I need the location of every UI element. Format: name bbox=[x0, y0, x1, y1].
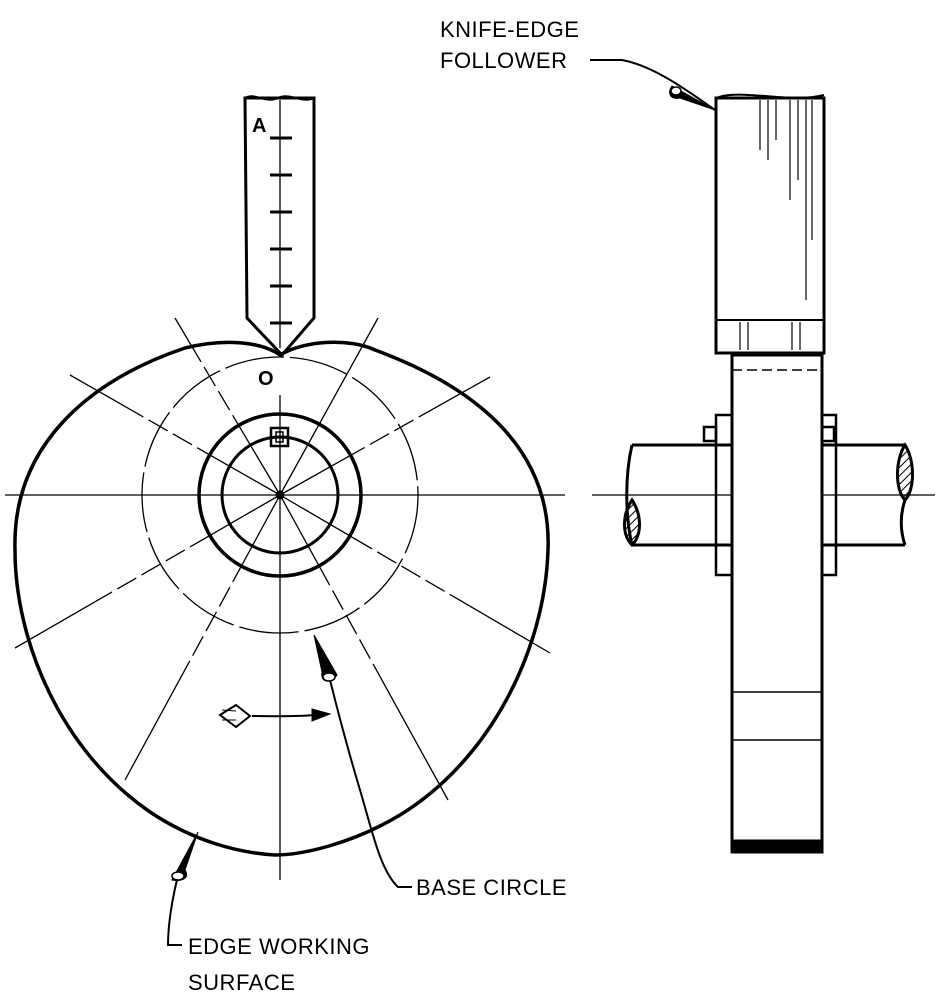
center-point bbox=[275, 490, 285, 500]
hub-outer-circle bbox=[197, 412, 363, 578]
cam-profile bbox=[13, 340, 550, 857]
shaft-circle bbox=[220, 435, 340, 555]
radial-dashes bbox=[99, 357, 466, 676]
edge-working-label-line1: EDGE WORKING bbox=[188, 934, 370, 959]
follower-side bbox=[714, 93, 826, 355]
leader-base-circle bbox=[313, 634, 412, 888]
edge-working-label-line2: SURFACE bbox=[188, 970, 295, 995]
side-view bbox=[590, 59, 935, 854]
point-a-label: A bbox=[252, 115, 266, 137]
knife-edge-label-line2: FOLLOWER bbox=[440, 48, 567, 73]
radial-lines bbox=[5, 317, 565, 880]
keyway bbox=[269, 426, 290, 448]
follower-displacement-ticks bbox=[270, 136, 292, 325]
leader-edge-working-surface bbox=[166, 831, 199, 946]
cam-side bbox=[730, 353, 824, 854]
front-view bbox=[5, 95, 565, 946]
knife-edge-label-line1: KNIFE-EDGE bbox=[440, 17, 579, 42]
leader-knife-edge bbox=[590, 59, 716, 111]
base-circle-label: BASE CIRCLE bbox=[416, 875, 567, 900]
point-o-label: O bbox=[258, 368, 274, 390]
follower-front bbox=[243, 95, 316, 358]
rotation-arrow-icon bbox=[218, 703, 332, 729]
